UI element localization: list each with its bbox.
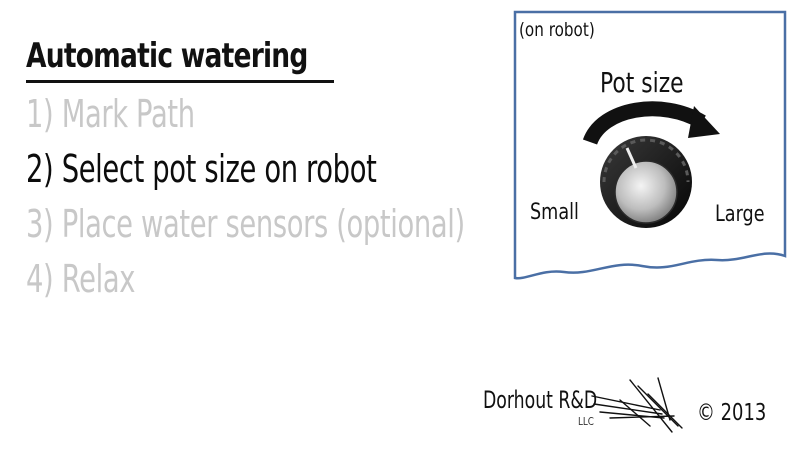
dial-min-label: Small [530,200,579,225]
title-underline [26,80,334,83]
company-logo-scratch-icon [591,377,683,433]
company-suffix: LLC [578,415,594,428]
pot-size-knob-icon [600,136,692,228]
dial-title: Pot size [600,66,684,99]
step-mark-path: 1) Mark Path [26,92,195,136]
panel-caption: (on robot) [519,19,595,41]
copyright-notice: © 2013 [697,400,767,426]
robot-panel: (on robot) Pot size Small Large [512,10,788,282]
company-name: Dorhout R&D [483,386,598,414]
step-select-pot-size: 2) Select pot size on robot [26,147,377,191]
dial-max-label: Large [715,202,765,227]
slide-title: Automatic watering [26,36,308,76]
panel-frame [513,10,787,280]
turn-arrow-icon [582,101,720,146]
step-place-water-sensors: 3) Place water sensors (optional) [26,202,465,246]
step-relax: 4) Relax [26,257,136,301]
